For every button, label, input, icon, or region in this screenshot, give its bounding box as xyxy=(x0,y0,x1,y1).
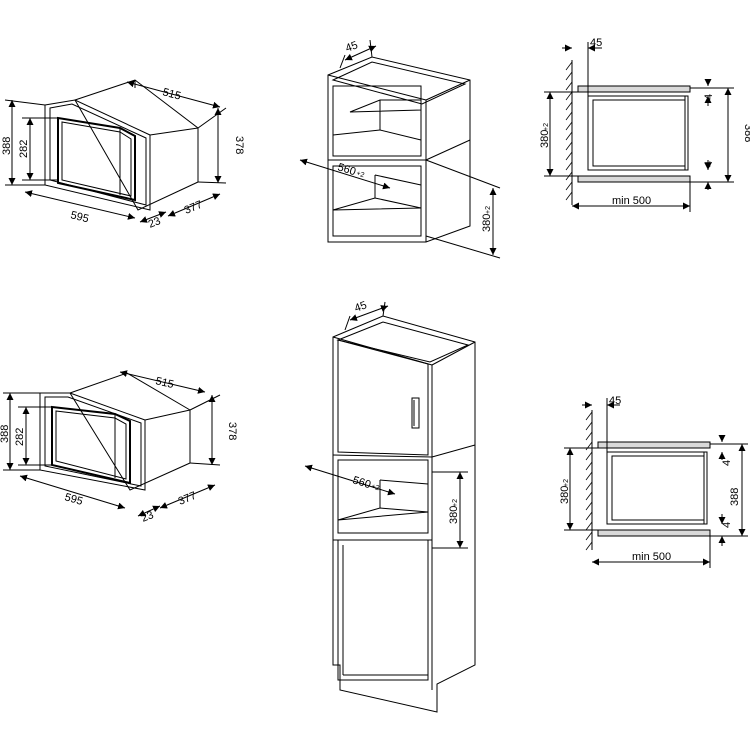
oven-bottom-body-height-label: 378 xyxy=(226,422,238,440)
door-handle[interactable] xyxy=(411,397,420,429)
cabinet-top-drawing: 45 560 +2 380 +2 xyxy=(299,39,501,259)
oven-top-window xyxy=(57,116,136,202)
cabinet-bottom-width-tol: +2 xyxy=(370,483,380,492)
side-bottom-depth-label: min 500 xyxy=(632,551,671,563)
appliance-bottom xyxy=(606,451,708,525)
oven-top-depth-label: 515 xyxy=(161,86,182,102)
side-top-opening-label: 380 xyxy=(539,130,551,148)
shelf-bottom-upper xyxy=(597,441,711,449)
oven-bottom-depth-total-label: 377 xyxy=(177,490,199,508)
oven-bottom-height-outer-label: 388 xyxy=(0,425,11,443)
side-top-gap-label: 45 xyxy=(590,37,602,49)
cabinet-top-width-tol: +2 xyxy=(355,170,365,179)
oven-top-front xyxy=(44,99,151,211)
side-top-clear-bottom-label: 4 xyxy=(703,161,715,167)
side-bottom-height-label: 388 xyxy=(729,488,741,506)
cabinet-bottom-outline xyxy=(332,315,476,713)
cabinet-bottom-niche xyxy=(337,459,429,534)
shelf-top-lower xyxy=(577,175,691,183)
cabinet-top-height-tol: +2 xyxy=(485,206,492,214)
side-bottom-opening-tol: +2 xyxy=(563,479,570,487)
cabinet-top-height-label: 380 xyxy=(481,214,493,232)
cabinet-bottom-drawing: 45 560 +2 380 +2 xyxy=(304,299,476,713)
oven-bottom-front-thickness-label: 23 xyxy=(140,509,156,525)
cabinet-bottom-height-tol: +2 xyxy=(452,499,459,507)
side-bottom-clear-bottom-label: 4 xyxy=(721,522,733,528)
oven-top-front-thickness-label: 23 xyxy=(147,215,163,231)
oven-top-width-label: 595 xyxy=(69,209,90,225)
side-top-clear-top-label: 4 xyxy=(703,94,715,100)
side-section-top-drawing: 45 380 +2 388 4 4 min 500 xyxy=(539,37,750,212)
cabinet-bottom-door xyxy=(337,339,429,456)
oven-top-drawing: 515 388 282 378 595 377 23 xyxy=(1,79,245,231)
oven-top-depth-total-label: 377 xyxy=(183,199,205,217)
cabinet-bottom-gap-label: 45 xyxy=(353,299,369,314)
cabinet-top-width-label: 560 xyxy=(336,161,357,178)
wall-hatch-bottom xyxy=(585,411,593,551)
oven-bottom-window xyxy=(51,405,131,485)
side-bottom-clear-top-label: 4 xyxy=(721,460,733,466)
cabinet-bottom-height-label: 380 xyxy=(448,506,460,524)
shelf-top-upper xyxy=(577,85,691,93)
shelf-bottom-lower xyxy=(597,529,711,537)
cabinet-top-gap-label: 45 xyxy=(344,39,360,54)
oven-bottom-height-inner-label: 282 xyxy=(14,428,26,446)
oven-top-body-height-label: 378 xyxy=(233,136,245,154)
oven-bottom-front xyxy=(39,392,146,491)
wall-hatch-top xyxy=(565,61,573,201)
appliance-top xyxy=(587,95,689,171)
oven-bottom-width-label: 595 xyxy=(63,491,84,508)
oven-top-height-outer-label: 388 xyxy=(1,137,13,155)
cabinet-bottom-width-label: 560 xyxy=(351,474,372,491)
cabinet-bottom-lower xyxy=(337,539,429,681)
side-top-height-label: 388 xyxy=(742,124,750,142)
side-bottom-gap-label: 45 xyxy=(609,395,621,407)
cabinet-top-lower-niche xyxy=(332,165,422,237)
side-top-depth-label: min 500 xyxy=(612,195,651,207)
oven-bottom-drawing: 515 388 282 378 595 377 23 xyxy=(0,370,238,525)
side-top-opening-tol: +2 xyxy=(543,123,550,131)
oven-bottom-body xyxy=(69,372,191,491)
side-section-bottom-drawing: 45 380 +2 388 4 4 min 500 xyxy=(559,395,748,568)
oven-bottom-depth-label: 515 xyxy=(154,375,175,391)
cabinet-top-upper-niche xyxy=(332,85,422,157)
oven-top-height-inner-label: 282 xyxy=(18,140,30,158)
side-bottom-opening-label: 380 xyxy=(559,486,571,504)
